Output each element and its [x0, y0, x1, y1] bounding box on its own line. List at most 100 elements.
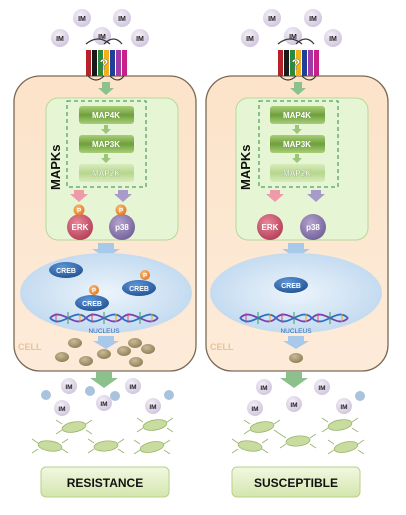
insect-icons	[31, 417, 174, 455]
kinase-map3k	[79, 135, 134, 153]
secreted-vesicle	[289, 353, 303, 363]
phospho-badge	[73, 204, 85, 216]
ligand-label: IM	[340, 404, 347, 411]
kinase-label: MAP2K	[283, 169, 311, 178]
right-panel: IM IM IM IM IM ? MAPKs	[205, 9, 389, 498]
ligand-molecule: IM	[73, 9, 91, 27]
arrow-down	[266, 190, 284, 202]
ligand-molecule: IM	[324, 29, 342, 47]
arrow-down	[114, 190, 132, 202]
arrow-down	[290, 82, 306, 95]
phospho-label: P	[92, 289, 96, 295]
bound-ligand	[355, 391, 365, 401]
ligand-label: IM	[129, 384, 136, 391]
arrow-down	[292, 154, 302, 163]
ligand-molecule: IM	[51, 29, 69, 47]
ligand-label: IM	[65, 384, 72, 391]
arrow-down	[90, 372, 118, 388]
phospho-label: P	[77, 208, 82, 215]
p38-node	[300, 214, 326, 240]
p38-node	[109, 214, 135, 240]
ligand-molecule: IM	[125, 378, 141, 394]
kinase-cascade-box	[258, 100, 339, 188]
p38-label: p38	[115, 223, 129, 232]
mapk-group-label: MAPKs	[238, 144, 253, 190]
phospho-badge	[115, 204, 127, 216]
kinase-label: MAP4K	[283, 111, 311, 120]
creb-label: CREB	[129, 286, 149, 293]
kinase-map2k	[79, 164, 134, 182]
arrow-down	[93, 336, 119, 349]
ligand-label: IM	[118, 16, 126, 23]
arrow-down	[70, 190, 88, 202]
ligand-label: IM	[98, 34, 106, 41]
arrow-down	[92, 243, 120, 258]
bound-ligand	[41, 386, 174, 401]
erk-node	[257, 214, 283, 240]
ligand-label: IM	[58, 406, 65, 413]
phospho-badge	[89, 285, 99, 295]
left-panel: IM IM IM IM IM ? MA	[13, 9, 197, 498]
erk-label: ERK	[262, 223, 279, 232]
ligand-molecule: IM	[145, 398, 161, 414]
creb-protein: CREB	[49, 262, 83, 278]
phospho-label: P	[119, 208, 124, 215]
arrow-down	[282, 243, 310, 258]
ligand-molecule: IM	[286, 396, 302, 412]
nucleus	[20, 253, 192, 333]
creb-label: CREB	[56, 268, 76, 275]
ligand-molecule: IM	[113, 9, 131, 27]
ligand-label: IM	[56, 36, 64, 43]
ligand-molecule: IM	[131, 29, 149, 47]
ligand-molecule: IM	[54, 400, 70, 416]
ligand-label: IM	[149, 404, 156, 411]
kinase-label: MAP3K	[283, 140, 311, 149]
ligand-molecule: IM	[247, 400, 263, 416]
ligand-label: IM	[100, 401, 107, 408]
cell-label: CELL	[18, 342, 42, 352]
ligand-label: IM	[251, 406, 258, 413]
cell-label: CELL	[210, 342, 234, 352]
p38-label: p38	[306, 223, 320, 232]
ligand-label: IM	[260, 385, 267, 392]
creb-protein: CREB	[274, 277, 308, 293]
kinase-map4k	[270, 106, 325, 124]
phenotype-box-susceptible	[231, 466, 361, 498]
ligand-molecule: IM	[61, 378, 77, 394]
kinase-label: MAP3K	[92, 140, 120, 149]
arrow-down	[98, 82, 114, 95]
arrow-down	[101, 154, 111, 163]
ligand-molecule: IM	[241, 29, 259, 47]
phospho-badge	[140, 270, 150, 280]
phenotype-label-susceptible: SUSCEPTIBLE	[254, 476, 338, 490]
secreted-vesicles	[55, 338, 155, 367]
kinase-map2k	[270, 164, 325, 182]
arrow-down	[307, 190, 325, 202]
ligand-molecule: IM	[314, 379, 330, 395]
ligand-molecule: IM	[304, 9, 322, 27]
kinase-cascade-box	[66, 100, 147, 188]
ligand-label: IM	[318, 385, 325, 392]
erk-label: ERK	[72, 223, 89, 232]
ligand-label: IM	[246, 36, 254, 43]
arrow-down	[101, 125, 111, 134]
receptor-symbol: ?	[99, 56, 108, 73]
ligand-label: IM	[289, 34, 297, 41]
creb-protein: CREB P	[75, 285, 109, 311]
dna-helix	[239, 312, 349, 324]
nucleus-label: NUCLEUS	[88, 328, 120, 335]
arrow-down	[283, 336, 309, 349]
arrow-down	[292, 125, 302, 134]
ligand-molecule: IM	[256, 379, 272, 395]
receptor: ?	[277, 38, 319, 81]
erk-node	[67, 214, 93, 240]
phenotype-box-resistance	[40, 466, 170, 498]
phospho-label: P	[143, 274, 147, 280]
ligand-molecule: IM	[96, 395, 112, 411]
creb-label: CREB	[82, 301, 102, 308]
kinase-map3k	[270, 135, 325, 153]
arrow-down	[280, 372, 308, 388]
phenotype-label-resistance: RESISTANCE	[67, 476, 143, 490]
